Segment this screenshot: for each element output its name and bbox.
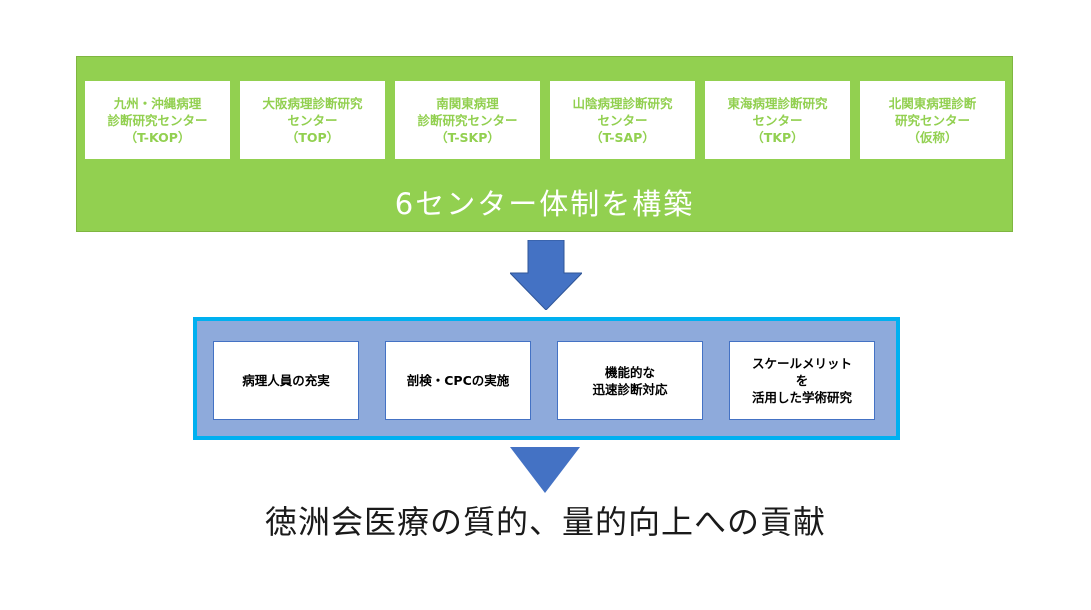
panel-title: 6センター体制を構築 [394, 187, 695, 221]
center-box-top: 大阪病理診断研究 センター （TOP） [240, 81, 385, 159]
effect-box-staff: 病理人員の充実 [213, 341, 359, 420]
center-box-t-skp: 南関東病理 診断研究センター （T-SKP） [395, 81, 540, 159]
effects-panel: 病理人員の充実 剖検・CPCの実施 機能的な 迅速診断対応 スケールメリット を… [193, 317, 900, 440]
effect-box-rapid-diagnosis: 機能的な 迅速診断対応 [557, 341, 703, 420]
center-box-t-sap: 山陰病理診断研究 センター （T-SAP） [550, 81, 695, 159]
effect-box-research: スケールメリット を 活用した学術研究 [729, 341, 875, 420]
center-box-tkp: 東海病理診断研究 センター （TKP） [705, 81, 850, 159]
conclusion-text: 徳洲会医療の質的、量的向上への貢献 [264, 503, 826, 541]
center-box-kita-kanto: 北関東病理診断 研究センター （仮称） [860, 81, 1005, 159]
six-center-panel: 九州・沖縄病理 診断研究センター （T-KOP） 大阪病理診断研究 センター （… [76, 56, 1013, 232]
down-arrow-icon [510, 240, 582, 310]
center-box-t-kop: 九州・沖縄病理 診断研究センター （T-KOP） [85, 81, 230, 159]
triangle-down-icon [510, 447, 580, 493]
effect-box-autopsy-cpc: 剖検・CPCの実施 [385, 341, 531, 420]
